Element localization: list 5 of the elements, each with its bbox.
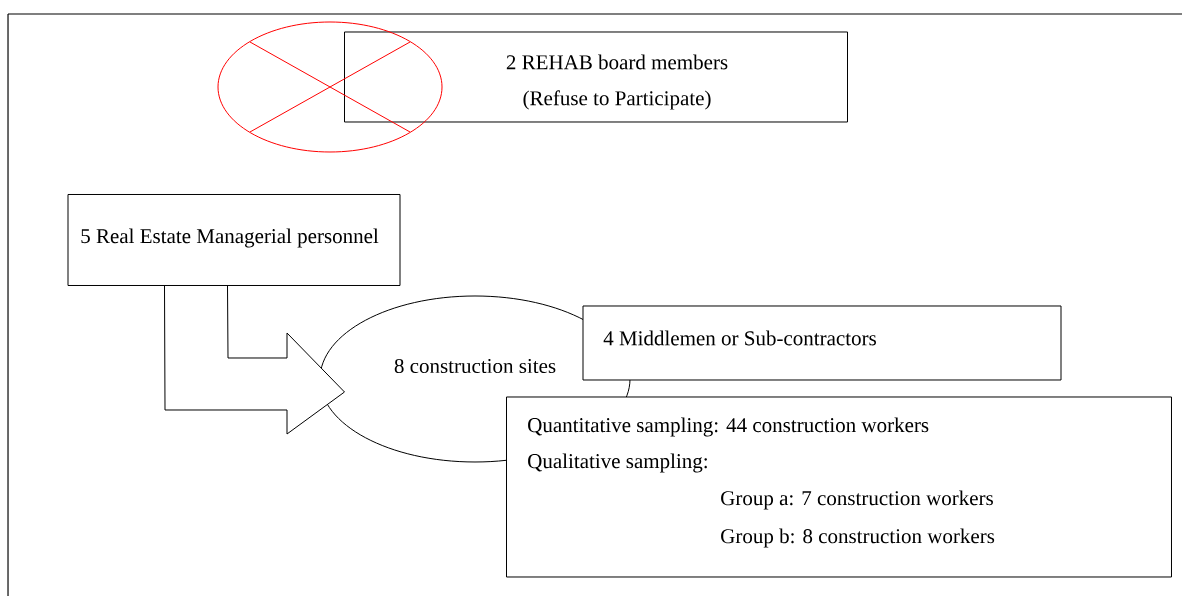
block-arrow bbox=[164, 285, 345, 435]
crossed-out-ellipse bbox=[217, 21, 443, 153]
process-box: 4 Middlemen or Sub-contractors bbox=[582, 305, 1062, 381]
process-box: 5 Real Estate Managerial personnel bbox=[67, 194, 401, 286]
process-box: 2 REHAB board members (Refuse to Participate) bbox=[344, 31, 848, 123]
